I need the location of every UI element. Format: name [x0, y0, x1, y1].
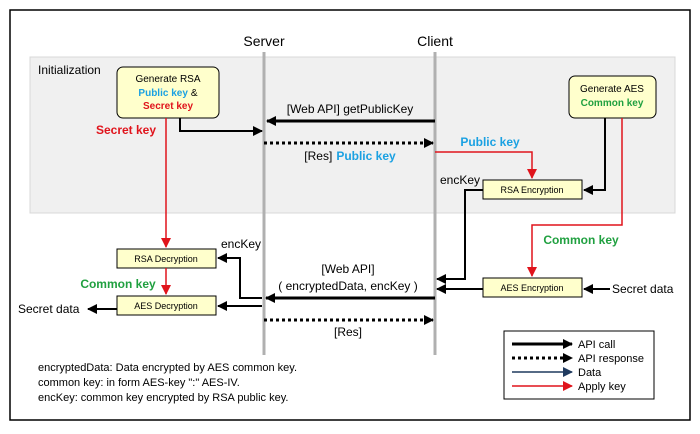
secret-key-label: Secret key — [96, 123, 156, 137]
legend-box — [503, 330, 655, 400]
enc-key-upper-line — [436, 189, 483, 284]
common-key-apply-line — [527, 118, 623, 277]
generate-rsa-box — [116, 66, 220, 119]
enc-key-lower-line — [217, 253, 262, 299]
enc-key-upper-label: encKey — [440, 173, 480, 187]
generate-rsa-line2: Public key& — [138, 88, 197, 99]
final-response-label: [Res] — [334, 325, 362, 339]
server-label: Server — [243, 33, 285, 49]
enc-key-lower-label: encKey — [221, 237, 261, 251]
res-prefix: [Res] — [304, 149, 332, 163]
generate-aes-box — [568, 75, 657, 119]
common-key-to-rsa-line — [583, 118, 606, 195]
legend-api-call-label: API call — [578, 339, 615, 351]
note-enc-key: encKey: common key encrypted by RSA publ… — [38, 392, 288, 404]
public-key-response-label: [Res] Public key — [304, 149, 396, 163]
aes-decryption-label: AES Decryption — [134, 301, 198, 311]
init-region-label: Initialization — [38, 63, 101, 77]
common-key-left-label: Common key — [80, 277, 156, 291]
secret-data-right-label: Secret data — [612, 282, 674, 296]
aes-decryption-box — [116, 295, 217, 316]
legend-api-response-label: API response — [578, 353, 644, 365]
get-public-key-label: [Web API] getPublicKey — [287, 102, 414, 116]
legend-apply-key-label: Apply key — [578, 381, 626, 393]
web-api-label: [Web API] — [321, 262, 374, 276]
generate-aes-common-key: Common key — [581, 98, 644, 109]
generate-rsa-secret-key: Secret key — [143, 101, 193, 112]
aes-encryption-box — [482, 277, 583, 298]
aes-encryption-label: AES Encryption — [500, 283, 563, 293]
rsa-encryption-label: RSA Encryption — [500, 185, 563, 195]
generate-aes-title: Generate AES — [580, 84, 644, 95]
legend-data-label: Data — [578, 367, 602, 379]
res-public-key: Public key — [336, 149, 396, 163]
generate-rsa-amp: & — [191, 88, 198, 99]
rsa-decryption-label: RSA Decryption — [134, 254, 198, 264]
rsa-to-server-line — [179, 118, 263, 136]
generate-rsa-title: Generate RSA — [135, 74, 200, 85]
public-key-apply-line — [435, 151, 537, 179]
note-common-key: common key: in form AES-key ":" AES-IV. — [38, 377, 240, 389]
client-label: Client — [417, 33, 453, 49]
generate-rsa-public-key: Public key — [138, 88, 188, 99]
secret-data-left-label: Secret data — [18, 302, 80, 316]
note-encrypted-data: encryptedData: Data encrypted by AES com… — [38, 362, 297, 374]
common-key-right-label: Common key — [543, 233, 619, 247]
public-key-label: Public key — [460, 135, 520, 149]
web-api-params-label: ( encryptedData, encKey ) — [278, 279, 417, 293]
